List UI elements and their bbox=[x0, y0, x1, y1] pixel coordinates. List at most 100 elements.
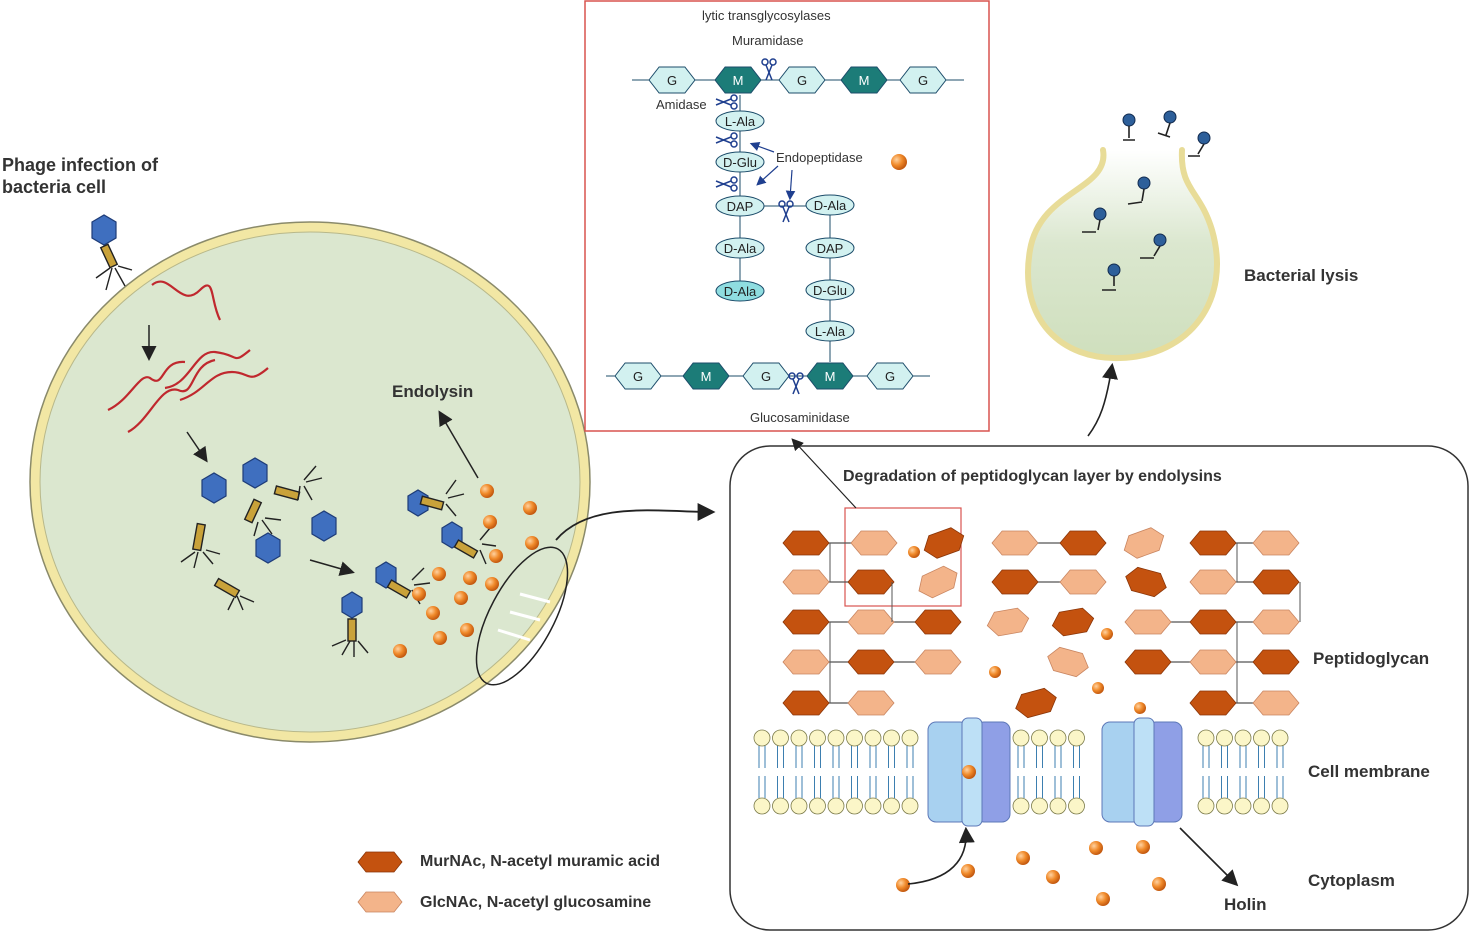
glcnac-unit bbox=[1059, 569, 1107, 595]
murnac-fragment bbox=[923, 527, 965, 559]
scissors-icon bbox=[715, 176, 738, 192]
endolysin-molecules-cell bbox=[393, 484, 539, 658]
scissors-icon bbox=[715, 94, 738, 110]
holin-entry-arrow bbox=[907, 826, 975, 885]
glcnac-legend-icon bbox=[357, 891, 403, 913]
glcnac-unit: G bbox=[866, 362, 914, 390]
zoom-arrow bbox=[555, 502, 716, 541]
murnac-legend-icon bbox=[357, 851, 403, 873]
lysis-arrow bbox=[1087, 362, 1118, 437]
phage-title-line2: bacteria cell bbox=[2, 177, 107, 197]
inset-link-arrow bbox=[791, 438, 857, 509]
murnac-unit bbox=[1189, 530, 1237, 556]
sugar-label: G bbox=[797, 73, 807, 88]
murnac-unit bbox=[847, 569, 895, 595]
murnac-unit bbox=[847, 649, 895, 675]
sugar-label: M bbox=[825, 369, 836, 384]
holin-arrow bbox=[1179, 827, 1239, 887]
sugar-label: G bbox=[885, 369, 895, 384]
amino-acid-unit: D-Glu bbox=[715, 151, 765, 173]
amino-acid-label: D-Glu bbox=[813, 283, 847, 298]
murnac-unit bbox=[1124, 649, 1172, 675]
amino-acid-label: L-Ala bbox=[815, 324, 846, 339]
sugar-label: G bbox=[633, 369, 643, 384]
glcnac-unit bbox=[991, 530, 1039, 556]
murnac-unit: M bbox=[682, 362, 730, 390]
sugar-label: G bbox=[918, 73, 928, 88]
glcnac-unit bbox=[782, 649, 830, 675]
inset-source-box bbox=[844, 507, 962, 607]
lysed-cell bbox=[1025, 147, 1220, 362]
glcnac-unit: G bbox=[648, 66, 696, 94]
amino-acid-label: D-Ala bbox=[724, 284, 757, 299]
glcnac-unit bbox=[847, 690, 895, 716]
glucosaminidase-label: Glucosaminidase bbox=[750, 410, 850, 425]
murnac-unit bbox=[1189, 609, 1237, 635]
scissors-icons bbox=[715, 58, 804, 395]
amino-acid-unit: DAP bbox=[715, 195, 765, 217]
bacteria-cell bbox=[29, 221, 591, 743]
cell-interior bbox=[39, 231, 581, 733]
phage-dna bbox=[107, 280, 269, 433]
holin-label: Holin bbox=[1224, 895, 1267, 914]
murnac-unit bbox=[782, 530, 830, 556]
amino-acid-label: L-Ala bbox=[725, 114, 756, 129]
murnac-fragment bbox=[1125, 566, 1167, 598]
bacterial-lysis-label: Bacterial lysis bbox=[1244, 266, 1359, 285]
glcnac-unit bbox=[847, 609, 895, 635]
murnac-unit: M bbox=[806, 362, 854, 390]
murnac-unit bbox=[1252, 569, 1300, 595]
amino-acid-label: D-Glu bbox=[723, 155, 757, 170]
amidase-label: Amidase bbox=[656, 97, 707, 112]
murnac-unit bbox=[1189, 690, 1237, 716]
glcnac-unit bbox=[1252, 530, 1300, 556]
released-phages bbox=[1082, 110, 1211, 291]
scissors-icon bbox=[778, 200, 794, 223]
sugar-label: G bbox=[667, 73, 677, 88]
glcnac-unit: G bbox=[614, 362, 662, 390]
cell-membrane-label: Cell membrane bbox=[1308, 762, 1430, 781]
sugar-label: M bbox=[701, 369, 712, 384]
glcnac-unit bbox=[1189, 569, 1237, 595]
amino-acid-label: D-Ala bbox=[724, 241, 757, 256]
glcnac-unit bbox=[850, 530, 898, 556]
amino-acid-unit: D-Ala bbox=[715, 237, 765, 259]
glcnac-unit bbox=[914, 649, 962, 675]
glcnac-unit bbox=[1124, 609, 1172, 635]
glcnac-unit: G bbox=[899, 66, 947, 94]
amino-acid-label: DAP bbox=[727, 199, 754, 214]
peptidoglycan-layer bbox=[782, 527, 1301, 719]
cytoplasm-label: Cytoplasm bbox=[1308, 871, 1395, 890]
murnac-unit: M bbox=[840, 66, 888, 94]
amino-acid-unit: D-Glu bbox=[805, 279, 855, 301]
glcnac-fragment bbox=[918, 565, 958, 599]
endopeptidase-label: Endopeptidase bbox=[776, 150, 863, 165]
peptidoglycan-label: Peptidoglycan bbox=[1313, 649, 1430, 668]
lytic-transglycosylases-label: lytic transglycosylases bbox=[702, 8, 831, 23]
scissors-icon bbox=[788, 372, 804, 395]
sugar-label: M bbox=[733, 73, 744, 88]
cell-membrane bbox=[753, 729, 1289, 815]
murnac-unit bbox=[782, 609, 830, 635]
murnac-unit bbox=[991, 569, 1039, 595]
legend-glcnac-text: GlcNAc, N-acetyl glucosamine bbox=[420, 894, 652, 911]
scissors-icon bbox=[715, 132, 738, 148]
sugar-label: M bbox=[859, 73, 870, 88]
glcnac-fragment bbox=[1047, 646, 1089, 678]
scissors-icon bbox=[761, 58, 777, 81]
phage-title-line1: Phage infection of bbox=[2, 155, 159, 175]
glcnac-fragment bbox=[1123, 527, 1165, 559]
glcnac-unit: G bbox=[742, 362, 790, 390]
murnac-unit bbox=[1252, 649, 1300, 675]
endopeptidase-arrows bbox=[749, 141, 796, 201]
glcnac-fragment bbox=[986, 607, 1030, 637]
murnac-unit bbox=[1059, 530, 1107, 556]
glcnac-unit bbox=[1252, 609, 1300, 635]
degradation-title: Degradation of peptidoglycan layer by en… bbox=[843, 468, 1222, 485]
murnac-fragment bbox=[1015, 687, 1057, 719]
amino-acid-label: D-Ala bbox=[814, 198, 847, 213]
